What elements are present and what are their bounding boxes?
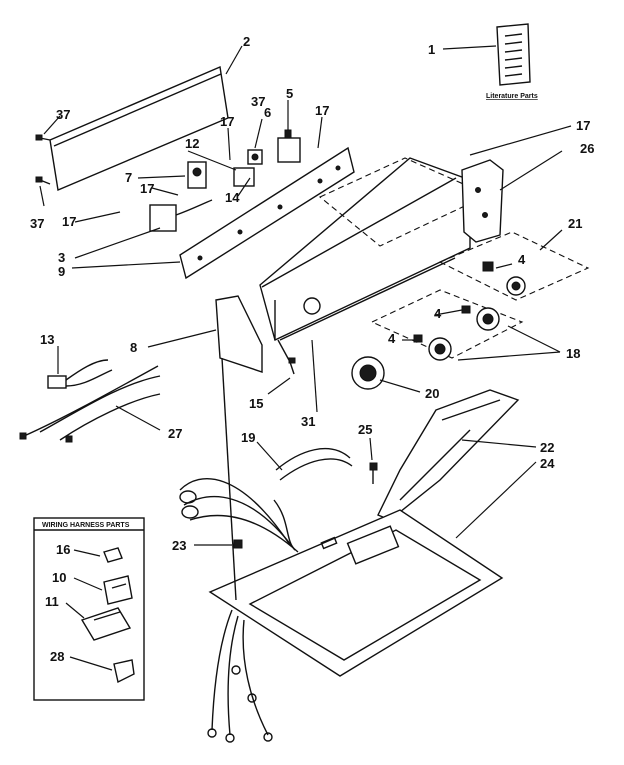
front-panel-22 — [377, 389, 520, 521]
callout-numbers: 1 2 3 4 4 4 5 6 7 8 9 10 11 12 13 14 15 … — [30, 34, 594, 664]
callout-5: 5 — [286, 86, 293, 101]
callout-37-top: 37 — [56, 107, 70, 122]
callout-17-c: 17 — [576, 118, 590, 133]
callout-17-e: 17 — [62, 214, 76, 229]
callout-26: 26 — [580, 141, 594, 156]
callout-37-bottom: 37 — [30, 216, 44, 231]
callout-1: 1 — [428, 42, 435, 57]
callout-24: 24 — [540, 456, 555, 471]
callout-16: 16 — [56, 542, 70, 557]
callout-10: 10 — [52, 570, 66, 585]
cabinet-top — [208, 509, 504, 677]
callout-2: 2 — [243, 34, 250, 49]
leader-lines — [39, 45, 572, 671]
callout-6: 6 — [264, 105, 271, 120]
callout-19: 19 — [241, 430, 255, 445]
knob-18-right — [461, 305, 500, 331]
callout-14: 14 — [225, 190, 240, 205]
harness-27 — [19, 365, 161, 443]
callout-15: 15 — [249, 396, 263, 411]
knob-21 — [482, 261, 526, 296]
connector-28 — [113, 659, 135, 684]
callout-20: 20 — [425, 386, 439, 401]
callout-8: 8 — [130, 340, 137, 355]
rear-wire-bundle — [207, 609, 273, 743]
alignment-line-15 — [277, 339, 291, 363]
callout-21: 21 — [568, 216, 582, 231]
knob-20 — [351, 356, 385, 390]
switch-component-7 — [187, 161, 207, 189]
callout-31: 31 — [301, 414, 315, 429]
connector-10 — [103, 575, 133, 605]
alignment-line — [221, 357, 237, 601]
callout-13: 13 — [40, 332, 54, 347]
callout-9: 9 — [58, 264, 65, 279]
callout-11: 11 — [45, 594, 59, 609]
harness-13 — [47, 359, 113, 389]
callout-37-mid: 37 — [251, 94, 265, 109]
callout-23: 23 — [172, 538, 186, 553]
callout-12: 12 — [185, 136, 199, 151]
harness-19 — [179, 447, 353, 553]
callout-28: 28 — [50, 649, 64, 664]
timer-component — [277, 129, 301, 163]
clip-23 — [233, 539, 243, 549]
dashed-outline-18 — [370, 289, 524, 359]
callout-17-b: 17 — [315, 103, 329, 118]
literature-card — [496, 23, 531, 86]
connector-11 — [80, 607, 132, 641]
switch-component-6 — [247, 149, 263, 165]
switch-component-12 — [233, 167, 255, 187]
literature-parts-label: Literature Parts — [486, 93, 538, 100]
wiring-box-title: WIRING HARNESS PARTS — [42, 522, 130, 529]
console-side-panel — [215, 295, 263, 373]
callout-7: 7 — [125, 170, 132, 185]
callout-22: 22 — [540, 440, 554, 455]
rear-console-panel — [49, 66, 229, 191]
callout-4-top: 4 — [518, 252, 526, 267]
callout-4-low: 4 — [388, 331, 396, 346]
connector-16 — [103, 547, 123, 563]
callout-17-d: 17 — [140, 181, 154, 196]
dashed-outline-21 — [438, 231, 590, 301]
knob-18-left — [413, 334, 452, 361]
switch-component-3 — [149, 199, 213, 232]
console-end-cap — [461, 159, 504, 243]
callout-18: 18 — [566, 346, 580, 361]
screw-37-lower — [35, 176, 51, 185]
control-panel-bracket — [179, 146, 355, 280]
callout-25: 25 — [358, 422, 372, 437]
screw-37-upper — [35, 134, 51, 141]
callout-17-a: 17 — [220, 114, 234, 129]
callout-3: 3 — [58, 250, 65, 265]
callout-27: 27 — [168, 426, 182, 441]
screw-25 — [369, 462, 378, 484]
callout-4-mid: 4 — [434, 306, 442, 321]
